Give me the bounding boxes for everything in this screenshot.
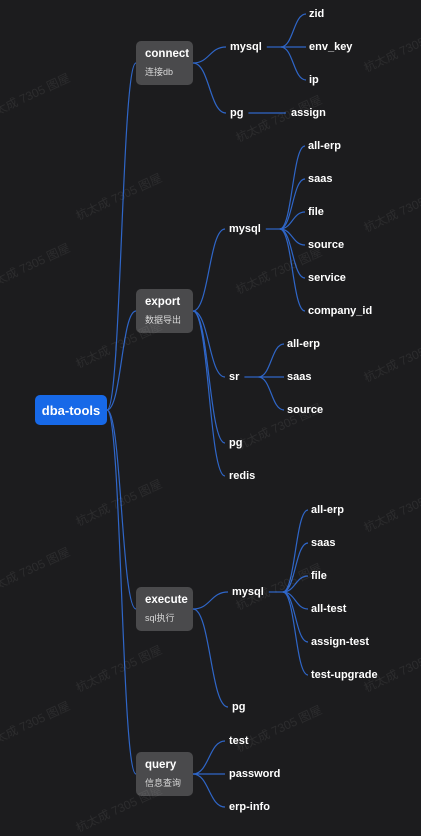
execute-mysql-test-upgrade-node[interactable]: test-upgrade xyxy=(311,669,378,681)
execute-pg-node[interactable]: pg xyxy=(232,701,246,713)
query-to-test-link xyxy=(192,740,226,775)
branch-title: query xyxy=(145,759,177,771)
branch-subtitle: 连接db xyxy=(145,67,174,77)
execute-mysql-assign-test-node[interactable]: assign-test xyxy=(311,636,370,648)
export-sr-saas-node[interactable]: saas xyxy=(287,371,312,383)
branch-export[interactable]: export 数据导出 xyxy=(136,289,193,333)
mysql-to-file-link xyxy=(282,575,309,593)
connect-mysql-env_key-node[interactable]: env_key xyxy=(309,41,353,53)
connect-mysql-ip-node[interactable]: ip xyxy=(309,74,319,86)
export-mysql-node[interactable]: mysql xyxy=(229,223,261,235)
query-to-erp-info-link xyxy=(192,773,226,808)
query-password-node[interactable]: password xyxy=(229,768,281,780)
export-mysql-company_id-node[interactable]: company_id xyxy=(308,305,373,317)
mysql-to-file-link xyxy=(279,211,306,230)
branch-connect[interactable]: connect 连接db xyxy=(136,41,193,85)
export-mysql-service-node[interactable]: service xyxy=(308,272,346,284)
mysql-to-all-erp-link xyxy=(282,509,309,593)
execute-mysql-node[interactable]: mysql xyxy=(232,586,264,598)
export-mysql-source-node[interactable]: source xyxy=(308,239,345,251)
branch-subtitle: 信息查询 xyxy=(145,778,182,788)
branch-execute[interactable]: execute sql执行 xyxy=(136,587,193,631)
mysql-to-saas-link xyxy=(282,542,309,593)
connect-mysql-node[interactable]: mysql xyxy=(230,41,262,53)
root-to-query-link xyxy=(106,409,137,775)
execute-to-mysql-link xyxy=(192,591,229,610)
root-to-export-link xyxy=(106,310,137,411)
mysql-to-saas-link xyxy=(279,178,306,230)
export-sr-node[interactable]: sr xyxy=(229,371,240,383)
execute-mysql-file-node[interactable]: file xyxy=(311,570,327,582)
export-sr-source-node[interactable]: source xyxy=(287,404,324,416)
query-test-node[interactable]: test xyxy=(229,735,249,747)
connect-mysql-zid-node[interactable]: zid xyxy=(309,8,325,20)
sr-to-source-link xyxy=(258,376,285,411)
execute-mysql-all-test-node[interactable]: all-test xyxy=(311,603,347,615)
export-to-pg-link xyxy=(192,310,226,444)
root-to-execute-link xyxy=(106,409,137,610)
branch-title: export xyxy=(145,296,181,308)
mysql-to-zid-link xyxy=(280,13,307,48)
connect-pg-assign-node[interactable]: assign xyxy=(291,107,326,119)
export-to-redis-link xyxy=(192,310,226,477)
export-sr-all-erp-node[interactable]: all-erp xyxy=(287,338,321,350)
query-erp-info-node[interactable]: erp-info xyxy=(229,801,270,813)
mysql-to-all-erp-link xyxy=(279,145,306,230)
connect-pg-node[interactable]: pg xyxy=(230,107,244,119)
export-mysql-saas-node[interactable]: saas xyxy=(308,173,333,185)
connect-to-mysql-link xyxy=(192,46,227,64)
sr-to-all-erp-link xyxy=(258,343,285,378)
export-pg-node[interactable]: pg xyxy=(229,437,243,449)
branch-subtitle: sql执行 xyxy=(145,613,175,623)
branch-subtitle: 数据导出 xyxy=(145,315,182,325)
branch-title: execute xyxy=(145,594,188,606)
execute-mysql-all-erp-node[interactable]: all-erp xyxy=(311,504,345,516)
root-to-connect-link xyxy=(106,62,137,411)
export-mysql-all-erp-node[interactable]: all-erp xyxy=(308,140,342,152)
connect-to-pg-link xyxy=(192,62,227,114)
branch-query[interactable]: query 信息查询 xyxy=(136,752,193,796)
mysql-to-company_id-link xyxy=(279,228,306,312)
execute-mysql-saas-node[interactable]: saas xyxy=(311,537,336,549)
mysql-to-ip-link xyxy=(280,46,307,81)
export-to-sr-link xyxy=(192,310,226,378)
mysql-to-test-upgrade-link xyxy=(282,591,309,676)
export-mysql-file-node[interactable]: file xyxy=(308,206,324,218)
execute-to-pg-link xyxy=(192,608,229,708)
root-node[interactable]: dba-tools xyxy=(35,395,107,425)
export-to-mysql-link xyxy=(192,228,226,312)
export-redis-node[interactable]: redis xyxy=(229,470,256,482)
branch-title: connect xyxy=(145,48,190,60)
